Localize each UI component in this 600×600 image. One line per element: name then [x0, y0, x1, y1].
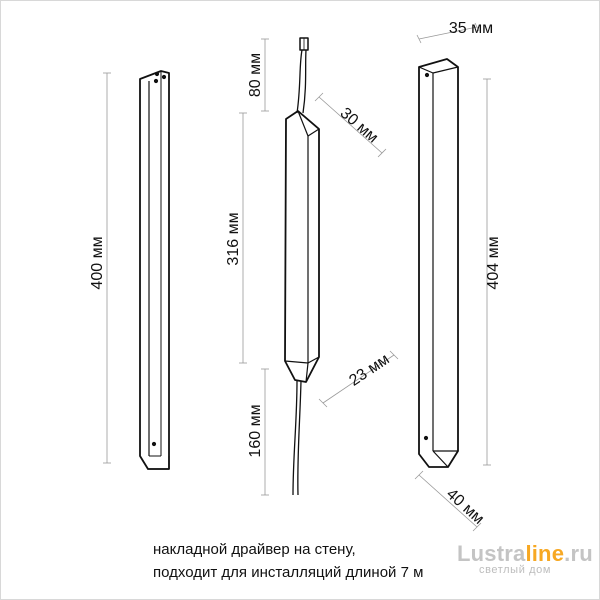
label-driver-wire-top: 80 мм — [247, 53, 264, 97]
label-driver-body: 316 мм — [225, 212, 242, 265]
logo-part-ru: .ru — [564, 541, 593, 566]
lustraline-logo: Lustraline.ru светлый дом — [457, 541, 593, 576]
label-driver-wire-bottom: 160 мм — [247, 404, 264, 457]
caption-line-2: подходит для инсталляций длиной 7 м — [153, 564, 424, 581]
label-driver-width-bottom: 23 мм — [346, 351, 392, 390]
right-dimensions — [414, 22, 491, 532]
left-profile — [139, 70, 170, 470]
logo-part-lustra: Lustra — [457, 541, 526, 566]
label-right-width-top: 35 мм — [449, 20, 493, 37]
logo-wordmark: Lustraline.ru — [457, 541, 593, 567]
driver-body — [284, 110, 320, 383]
driver-wire-top — [296, 37, 309, 114]
left-dimension-line — [103, 72, 111, 464]
driver-vertical-dimensions — [239, 38, 269, 496]
label-right-height: 404 мм — [485, 236, 502, 289]
caption-line-1: накладной драйвер на стену, — [153, 541, 356, 558]
driver-wire-bottom — [292, 380, 302, 496]
right-profile — [418, 58, 459, 468]
logo-tagline: светлый дом — [479, 564, 551, 576]
driver-width-dimensions — [314, 92, 399, 408]
label-driver-width-top: 30 мм — [337, 105, 382, 147]
logo-part-line: line — [525, 541, 565, 566]
label-left-height: 400 мм — [89, 236, 106, 289]
label-right-width-bottom: 40 мм — [443, 486, 487, 528]
